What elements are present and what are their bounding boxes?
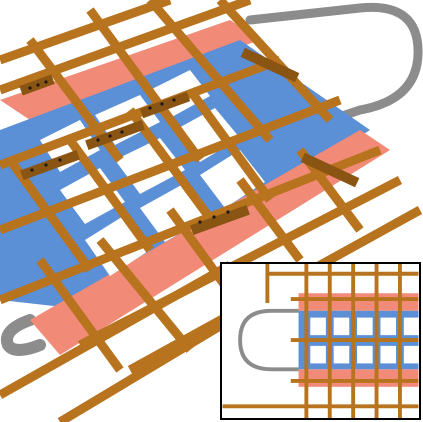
contact-pads	[19, 47, 360, 235]
pad-dots	[28, 80, 230, 224]
resonator-loop	[245, 2, 423, 125]
lower-bus-lines	[0, 261, 233, 422]
top-view-inset	[220, 262, 421, 420]
inset-resonator-loop	[238, 308, 299, 372]
top-view-diagram	[222, 264, 419, 418]
inset-bus-lines	[222, 264, 419, 418]
resonator-loop-left	[1, 314, 46, 356]
inset-windows	[310, 317, 419, 364]
